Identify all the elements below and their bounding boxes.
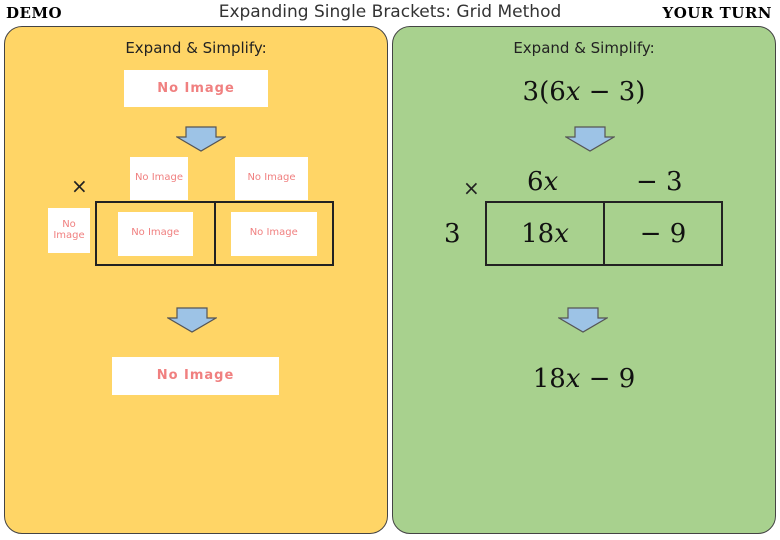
your-turn-grid-cell-2: − 9: [603, 203, 721, 264]
column-header-2: − 3: [636, 167, 683, 197]
your-turn-answer: 18𝑥 − 9: [532, 364, 636, 394]
down-arrow-icon: [167, 307, 217, 333]
demo-grid: No Image No Image: [95, 201, 334, 266]
demo-header-placeholder-1: No Image: [130, 157, 188, 200]
your-turn-grid-cell-1: 18𝑥: [487, 203, 603, 264]
demo-cell-placeholder-2: No Image: [230, 211, 317, 256]
page-title: Expanding Single Brackets: Grid Method: [218, 2, 562, 22]
demo-multiplier-placeholder: No Image: [48, 208, 90, 253]
down-arrow-icon: [565, 126, 615, 152]
your-turn-times-symbol: ×: [463, 176, 480, 200]
your-turn-instruction: Expand & Simplify:: [513, 39, 655, 57]
demo-grid-cell-2: No Image: [213, 203, 333, 264]
column-header-1: 6𝑥: [527, 167, 559, 197]
demo-cell-placeholder-1: No Image: [117, 211, 193, 256]
your-turn-panel: Expand & Simplify: 3(6𝑥 − 3) × 6𝑥 − 3 3 …: [392, 26, 776, 534]
demo-label: DEMO: [6, 4, 63, 22]
grid-cell-value-2: − 9: [639, 218, 687, 249]
demo-grid-cell-1: No Image: [97, 203, 214, 264]
demo-header-placeholder-2: No Image: [235, 157, 308, 200]
your-turn-grid: 18𝑥 − 9: [485, 201, 723, 266]
demo-panel: Expand & Simplify: No Image No Image No …: [4, 26, 388, 534]
down-arrow-icon: [558, 307, 608, 333]
your-turn-expression: 3(6𝑥 − 3): [522, 77, 646, 107]
down-arrow-icon: [176, 126, 226, 152]
row-multiplier: 3: [444, 219, 461, 249]
demo-instruction: Expand & Simplify:: [125, 39, 267, 57]
demo-times-symbol: ×: [71, 174, 88, 198]
demo-answer-placeholder: No Image: [112, 357, 279, 395]
your-turn-label: YOUR TURN: [662, 4, 772, 22]
grid-cell-value-1: 18𝑥: [521, 218, 569, 249]
demo-expression-placeholder: No Image: [124, 70, 268, 107]
